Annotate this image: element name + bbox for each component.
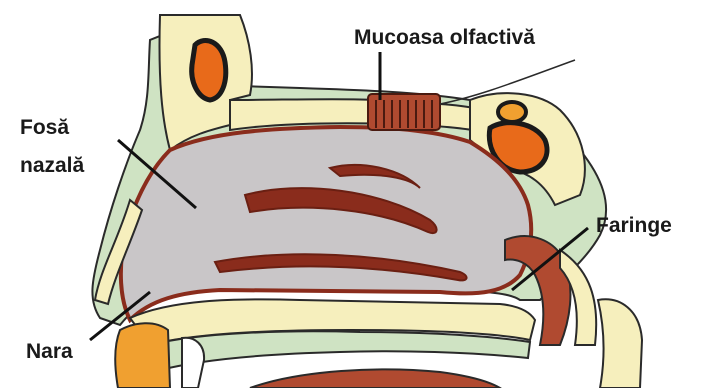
palate-green-layer	[150, 331, 530, 370]
label-nasal-fossa-line2: nazală	[20, 154, 85, 177]
upper-lip-tissue	[115, 323, 170, 388]
incisor-tooth	[182, 338, 204, 388]
label-nasal-fossa-line1: Fosă	[20, 116, 69, 139]
frontal-sinus	[192, 40, 226, 100]
nasal-cavity	[121, 127, 531, 320]
label-pharynx: Faringe	[596, 214, 672, 237]
label-nostril: Nara	[26, 340, 73, 363]
tongue	[250, 369, 500, 388]
vertebra-tissue	[598, 299, 642, 388]
label-olfactory-mucosa: Mucoasa olfactivă	[354, 26, 535, 49]
sinus-small-chamber	[498, 102, 526, 122]
